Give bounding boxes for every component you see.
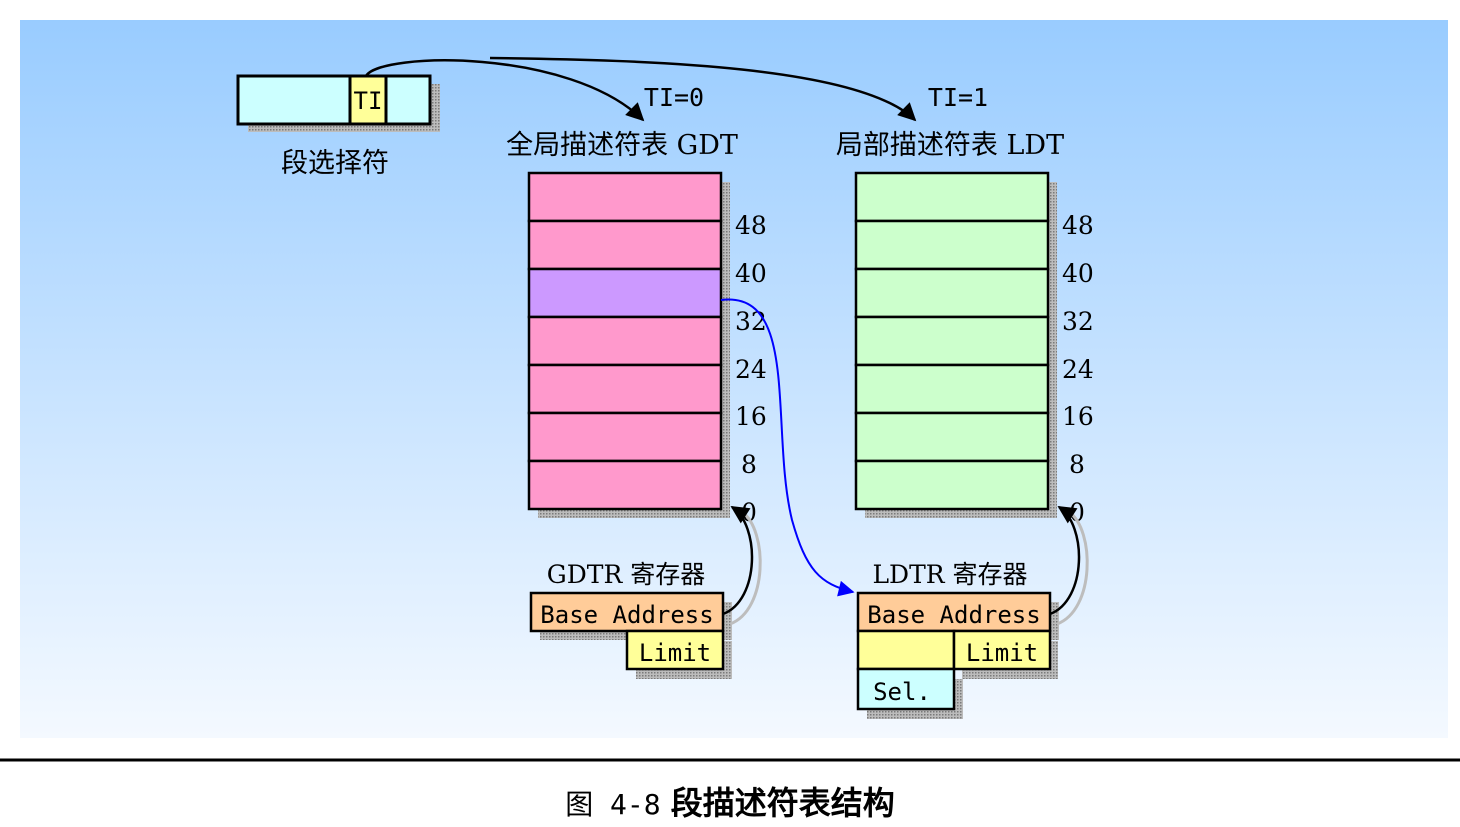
gdt-row-7 bbox=[527, 171, 723, 223]
gdt-table: 48 40 32 24 16 8 0 bbox=[527, 171, 767, 527]
ldt-table: 48 40 32 24 16 8 0 bbox=[854, 171, 1094, 527]
ldt-row-1 bbox=[854, 459, 1050, 511]
ldt-title: 局部描述符表 LDT bbox=[836, 130, 1064, 161]
ldt-row-3 bbox=[854, 363, 1050, 415]
figure-caption: 图 4-8 段描述符表结构 bbox=[0, 778, 1460, 822]
gdt-row-5-highlighted bbox=[527, 267, 723, 319]
ldt-row-4 bbox=[854, 315, 1050, 367]
ldt-offset-label: 40 bbox=[1062, 259, 1094, 288]
ldtr-empty-field bbox=[856, 629, 956, 671]
gdt-offset-label: 16 bbox=[735, 402, 767, 431]
ldt-offset-label: 8 bbox=[1069, 450, 1085, 479]
gdtr-limit-field bbox=[625, 629, 725, 671]
gdtr-base-label: Base Address bbox=[540, 601, 713, 629]
ldt-row-7 bbox=[854, 171, 1050, 223]
ldtr-limit-field bbox=[952, 629, 1052, 671]
gdt-offset-label: 24 bbox=[735, 355, 767, 384]
diagram-background bbox=[20, 20, 1448, 738]
arrow-selector-to-gdt bbox=[364, 59, 645, 122]
gdt-ti-condition: TI=0 bbox=[644, 83, 704, 112]
ldtr-base-field bbox=[856, 591, 1052, 633]
gdt-row-4 bbox=[527, 315, 723, 367]
selector-body bbox=[236, 74, 432, 126]
gdt-row-3 bbox=[527, 363, 723, 415]
gdt-offset-label: 8 bbox=[741, 450, 757, 479]
gdtr-register: GDTR 寄存器 Base Address Limit bbox=[529, 560, 732, 679]
selector-ti-label: TI bbox=[354, 87, 383, 115]
arrow-gdtr-to-gdt-base bbox=[722, 505, 754, 616]
ldt-offset-label: 16 bbox=[1062, 402, 1094, 431]
gdt-title: 全局描述符表 GDT bbox=[506, 130, 738, 161]
gdt-offset-label: 40 bbox=[735, 259, 767, 288]
selector-name: 段选择符 bbox=[281, 148, 389, 179]
ldtr-limit-label: Limit bbox=[966, 639, 1038, 667]
ldtr-title: LDTR 寄存器 bbox=[872, 560, 1027, 589]
gdt-row-2 bbox=[527, 411, 723, 463]
gdt-offset-label: 32 bbox=[735, 307, 767, 336]
ldt-row-2 bbox=[854, 411, 1050, 463]
figure-title: 段描述符表结构 bbox=[670, 784, 895, 822]
ldt-row-5 bbox=[854, 267, 1050, 319]
figure-number: 图 4-8 bbox=[565, 788, 661, 821]
gdtr-title: GDTR 寄存器 bbox=[547, 560, 705, 589]
ldtr-sel-label: Sel. bbox=[873, 678, 931, 706]
segment-selector: TI 段选择符 bbox=[236, 74, 440, 179]
arrow-selector-to-ldt bbox=[489, 56, 917, 122]
ldt-offset-label: 24 bbox=[1062, 355, 1094, 384]
gdtr-limit-label: Limit bbox=[639, 639, 711, 667]
ldtr-sel-field bbox=[856, 667, 956, 711]
ldtr-register: LDTR 寄存器 Base Address Limit Sel. bbox=[856, 560, 1059, 719]
arrow-gdt-ldt-descriptor-to-ldtr bbox=[720, 298, 855, 597]
arrow-ldtr-to-ldt-base bbox=[1049, 505, 1081, 616]
ldt-ti-condition: TI=1 bbox=[928, 83, 988, 112]
gdt-offset-label: 48 bbox=[735, 211, 767, 240]
ldt-offset-label: 48 bbox=[1062, 211, 1094, 240]
ldt-row-6 bbox=[854, 219, 1050, 271]
gdt-row-1 bbox=[527, 459, 723, 511]
gdt-row-6 bbox=[527, 219, 723, 271]
ldtr-base-label: Base Address bbox=[867, 601, 1040, 629]
ldt-offset-label: 32 bbox=[1062, 307, 1094, 336]
selector-ti-bit bbox=[348, 74, 388, 126]
